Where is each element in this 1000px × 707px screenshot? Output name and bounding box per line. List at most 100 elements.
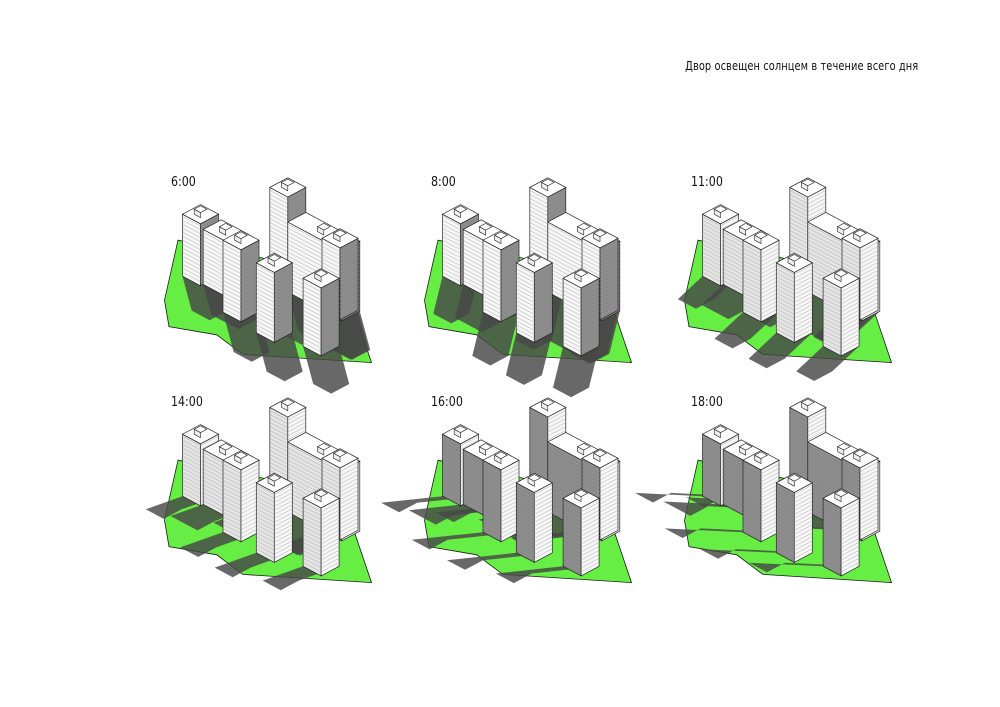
floor-line: [563, 554, 600, 565]
floor-line: [529, 206, 566, 217]
floor-line: [442, 216, 479, 227]
floor-line: [823, 530, 860, 541]
floor-line: [256, 544, 293, 555]
floor-line: [563, 334, 600, 345]
floor-line: [563, 510, 600, 521]
floor-line: [303, 302, 340, 313]
floor-line: [516, 324, 553, 335]
floor-line: [269, 210, 306, 221]
massing-diagram: [145, 397, 373, 591]
floor-line: [742, 468, 780, 479]
floor-line: [563, 322, 600, 333]
floor-line: [823, 322, 860, 333]
floor-line: [256, 504, 293, 515]
floor-line: [742, 504, 780, 515]
floor-line: [776, 544, 813, 555]
floor-line: [516, 544, 553, 555]
floor-line: [256, 312, 293, 323]
floor-line: [823, 518, 860, 529]
roof-cap: [576, 222, 591, 231]
floor-line: [581, 254, 619, 265]
floor-line: [742, 308, 780, 319]
floor-line: [516, 540, 553, 551]
floor-line: [222, 300, 260, 311]
floor-line: [321, 482, 359, 493]
floor-line: [841, 466, 879, 477]
floor-line: [303, 506, 340, 517]
floor-line: [256, 316, 293, 327]
building-face: [580, 277, 600, 357]
massing-diagram: [164, 177, 373, 394]
floor-line: [742, 284, 780, 295]
floor-line: [256, 520, 293, 531]
roof-cap: [853, 229, 867, 237]
floor-line: [823, 502, 860, 513]
roof-cap: [593, 229, 607, 237]
roof-cap: [738, 443, 753, 451]
floor-line: [823, 562, 860, 573]
roof-cap: [834, 489, 849, 497]
floor-line: [269, 198, 306, 209]
floor-line: [823, 534, 860, 545]
floor-line: [321, 262, 359, 273]
floor-line: [742, 296, 780, 307]
floor-line: [823, 558, 860, 569]
floor-line: [442, 220, 479, 231]
floor-line: [823, 514, 860, 525]
cast-shadow: [700, 543, 813, 559]
floor-line: [823, 318, 860, 329]
floor-line: [482, 496, 520, 507]
floor-line: [256, 264, 293, 275]
roof-cap: [836, 442, 851, 451]
floor-line: [516, 504, 553, 515]
floor-line: [776, 496, 813, 507]
floor-line: [256, 548, 293, 559]
floor-line: [482, 512, 520, 523]
roof-cap: [713, 425, 728, 433]
time-label: 14:00: [171, 395, 203, 410]
floor-line: [776, 500, 813, 511]
floor-line: [581, 262, 619, 273]
floor-line: [182, 436, 219, 447]
building-face: [822, 277, 842, 357]
floor-line: [516, 308, 553, 319]
roof-cap: [540, 398, 555, 407]
floor-line: [222, 280, 260, 291]
floor-line: [256, 512, 293, 523]
roof-cap: [267, 474, 282, 482]
building-face: [580, 497, 600, 577]
floor-line: [776, 312, 813, 323]
floor-line: [823, 302, 860, 313]
floor-line: [841, 266, 879, 277]
floor-line: [776, 524, 813, 535]
floor-line: [823, 326, 860, 337]
floor-line: [823, 286, 860, 297]
floor-line: [482, 280, 520, 291]
floor-line: [303, 330, 340, 341]
floor-line: [776, 296, 813, 307]
floor-line: [321, 486, 359, 497]
floor-line: [823, 554, 860, 565]
floor-line: [529, 410, 566, 421]
floor-line: [789, 202, 826, 213]
floor-line: [742, 252, 780, 263]
floor-line: [303, 338, 340, 349]
floor-line: [482, 500, 520, 511]
floor-line: [256, 268, 293, 279]
floor-line: [776, 280, 813, 291]
floor-line: [776, 316, 813, 327]
floor-line: [303, 318, 340, 329]
floor-line: [776, 536, 813, 547]
floor-line: [776, 504, 813, 515]
floor-line: [222, 468, 260, 479]
floor-line: [823, 294, 860, 305]
roof-cap: [453, 425, 468, 433]
floor-line: [222, 252, 260, 263]
roof-cap: [453, 205, 468, 213]
roof-cap: [800, 178, 815, 187]
roof-cap: [540, 178, 555, 187]
floor-line: [742, 256, 780, 267]
floor-line: [841, 482, 879, 493]
floor-line: [529, 422, 566, 433]
floor-line: [222, 520, 260, 531]
